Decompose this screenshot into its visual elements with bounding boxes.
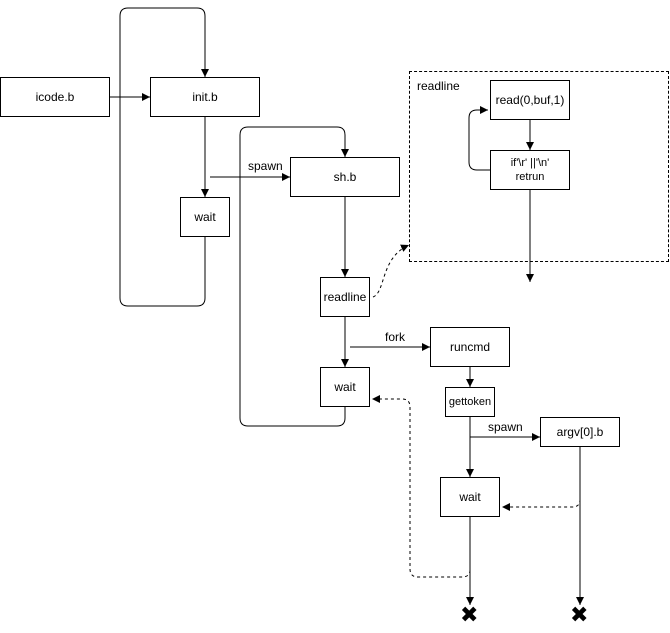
if-return-node: if'\r' ||'\n' retrun	[490, 150, 570, 190]
read-node: read(0,buf,1)	[490, 80, 570, 120]
runcmd-node: runcmd	[430, 327, 510, 367]
argv0-node: argv[0].b	[540, 417, 620, 447]
if-return-action: retrun	[515, 171, 545, 183]
spawn-label-argv: spawn	[488, 420, 523, 434]
edge-sh-loop	[239, 126, 349, 427]
wait-node-init: wait	[180, 197, 230, 237]
gettoken-node: gettoken	[445, 387, 495, 417]
icode-node: icode.b	[0, 77, 110, 117]
sh-node: sh.b	[290, 157, 400, 197]
spawn-label-sh: spawn	[248, 159, 283, 173]
edge-init-loop	[119, 7, 209, 307]
wait-node-sh: wait	[320, 367, 370, 407]
fork-label: fork	[385, 330, 406, 344]
end-x-icon-wait: ✖	[460, 603, 479, 628]
edge-if-read-loop	[468, 106, 490, 171]
edge-readline-group	[372, 244, 410, 298]
readline-node: readline	[320, 277, 370, 317]
end-x-icon-argv: ✖	[570, 603, 589, 628]
if-return-condition: if'\r' ||'\n'	[510, 157, 550, 169]
edge-argv-wait	[502, 487, 581, 511]
readline-group	[409, 71, 669, 262]
edge-wait3-wait2	[372, 395, 471, 578]
wait-node-runcmd: wait	[440, 477, 500, 517]
readline-group-title: readline	[417, 79, 460, 93]
init-node: init.b	[150, 77, 260, 117]
